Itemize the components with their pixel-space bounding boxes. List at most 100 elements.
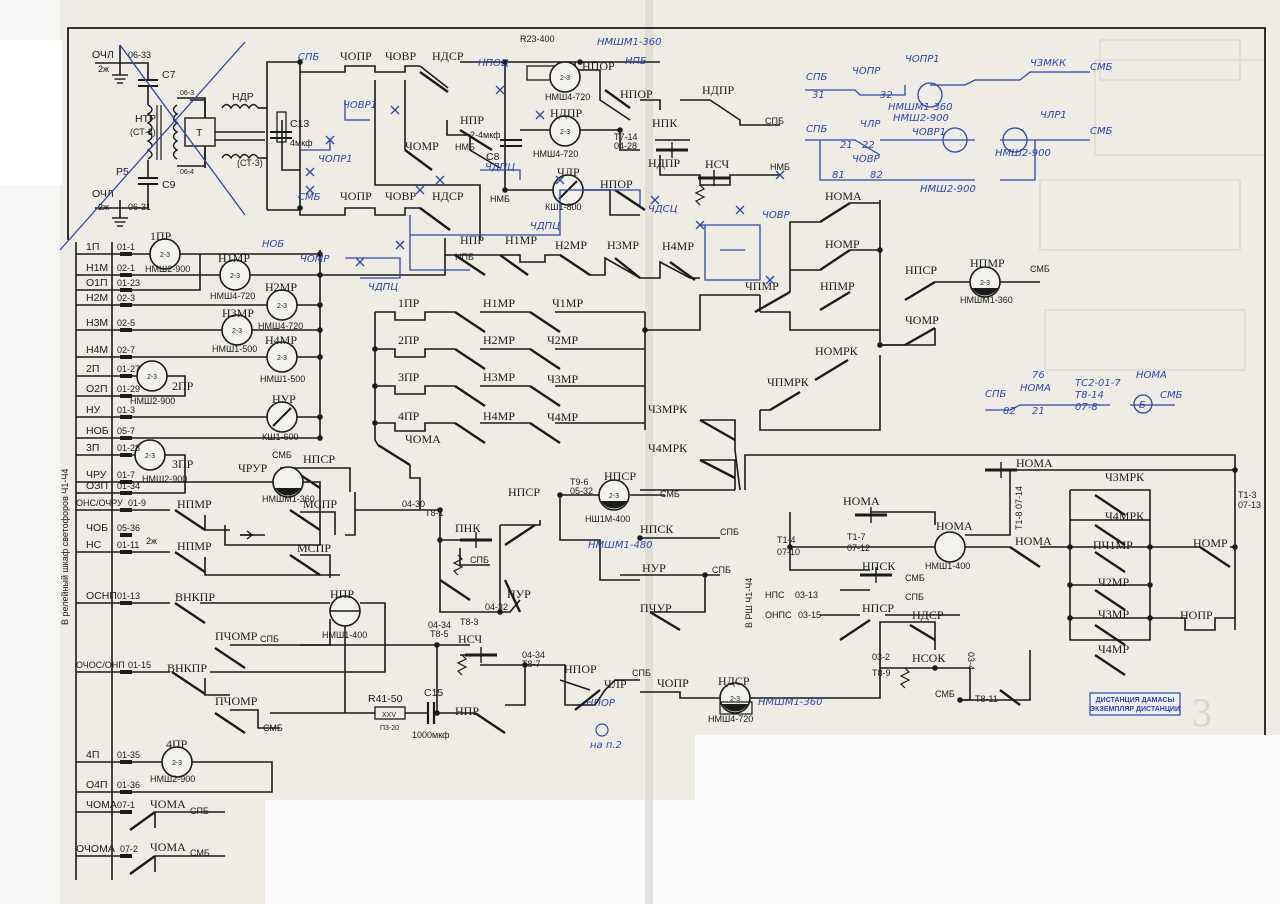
contact-label: 3ПР	[398, 370, 420, 384]
contact-label: НПСР	[862, 601, 894, 615]
wire	[230, 619, 331, 646]
relay-coil-4	[266, 341, 298, 373]
stamp-box	[1089, 692, 1181, 716]
contact-label: 2ПР	[398, 333, 420, 347]
input-wire-label: 2ж	[146, 536, 157, 546]
input-terminal-label: 01-7	[117, 470, 135, 480]
coil-type: НМШ4-720	[258, 321, 303, 331]
input-terminal-label: 01-35	[117, 750, 140, 760]
wire	[375, 311, 455, 321]
relay-contact	[819, 290, 851, 312]
power-bus-label: СПБ	[765, 116, 784, 126]
handwritten-note: СПБ	[806, 72, 828, 83]
relay-winding	[221, 103, 259, 110]
contact-label: НДПР	[648, 156, 681, 170]
contact-label: ВНКПР	[167, 661, 207, 675]
coil-pins: 2-3	[560, 75, 570, 82]
contact-label: Н2МР	[555, 238, 587, 252]
power-bus-label: СМБ	[298, 192, 321, 203]
wire	[210, 602, 386, 673]
junction-dot	[317, 414, 323, 420]
handwritten-correction	[805, 85, 906, 96]
handwritten-correction	[700, 224, 761, 281]
wire	[281, 120, 300, 171]
input-terminal-label: 01-28	[117, 443, 140, 453]
contact-label: НДСР	[432, 189, 464, 203]
relay-contact	[1094, 654, 1126, 676]
wire	[300, 511, 336, 535]
input-terminal-label: 01-29	[117, 384, 140, 394]
stamp-line: ЭКЗЕМПЛЯР ДИСТАНЦИИ	[1090, 706, 1180, 713]
relay-contact	[669, 261, 696, 281]
wire	[580, 129, 640, 151]
relay-contact	[454, 311, 486, 333]
coil-name: НУР	[272, 392, 296, 406]
handwritten-note: ЧЛР	[860, 119, 881, 130]
relay-contact	[454, 422, 486, 444]
input-terminal-label: 01-13	[117, 591, 140, 601]
contact-label: НПМР	[820, 279, 855, 293]
wire	[204, 557, 340, 576]
filter-label: R41-50	[368, 693, 403, 705]
relay-contact	[214, 712, 246, 734]
input-circuit-label: 2П	[86, 363, 99, 375]
terminal-block	[120, 273, 132, 277]
relay-contact	[503, 579, 522, 613]
wire	[204, 678, 230, 696]
input-circuit-label: Н2М	[86, 292, 108, 304]
junction-dot	[1147, 582, 1153, 588]
contact-label: Ч4МР	[1098, 642, 1129, 656]
contact-label: НПР	[460, 113, 484, 127]
coil-pins: 2-3	[609, 493, 619, 500]
filter-label: XXV	[382, 712, 396, 719]
wire	[640, 691, 720, 699]
contact-label: Н1МР	[483, 296, 515, 310]
coil-name: НДПР	[550, 106, 583, 120]
relay-contact	[174, 551, 206, 573]
relay-coil-1	[219, 259, 251, 291]
coil-name: НПР	[330, 587, 354, 601]
handwritten-note: Б	[1139, 400, 1146, 411]
coil-name: НОМА	[936, 519, 973, 533]
transformer-label: 2-4мкф	[470, 130, 501, 140]
input-circuit-label: 3П	[86, 442, 99, 454]
coil-name: ЧЛР	[557, 165, 580, 179]
terminal-node-label: 03-4	[966, 652, 976, 670]
contact-label: Ч1МР	[552, 296, 583, 310]
terminal-node-label: Т8-3	[460, 617, 479, 627]
coil-type: НМШ1-500	[260, 374, 305, 384]
relay-contact	[614, 257, 641, 279]
wire	[76, 254, 201, 291]
wire	[419, 65, 449, 89]
junction-dot	[557, 492, 563, 498]
input-terminal-label: 02-7	[117, 345, 135, 355]
power-bus-label: СМБ	[190, 848, 210, 858]
wire	[789, 512, 870, 571]
wire	[870, 511, 936, 525]
handwritten-note: НОМА	[1020, 383, 1051, 394]
terminal-block	[120, 288, 132, 292]
page-fold	[645, 0, 653, 904]
junction-dot	[502, 59, 508, 65]
junction-dot	[642, 327, 648, 333]
transformer-label: 06-33	[128, 50, 151, 60]
junction-dot	[932, 665, 938, 671]
junction-dot	[297, 205, 303, 211]
relay-coil-11	[549, 61, 581, 93]
coil-name: Н4МР	[265, 333, 297, 347]
transformer-label: 06-31	[128, 202, 151, 212]
contact-label: Н4МР	[662, 239, 694, 253]
terminal-node-label: Т1-3	[1238, 490, 1257, 500]
input-circuit-label: О2П	[86, 383, 108, 395]
input-terminal-label: 02-5	[117, 318, 135, 328]
relay-contact	[529, 311, 561, 333]
contact-label: ЧОМР	[405, 139, 439, 153]
coil-name: 1ПР	[150, 229, 172, 243]
handwritten-note: 76	[1032, 370, 1045, 381]
relay-contact	[814, 358, 849, 382]
handwritten-note: НПОР	[586, 698, 616, 709]
relay-contact	[819, 249, 851, 271]
relay-coil-3	[221, 314, 253, 346]
coil-name: ЧРУР	[238, 461, 268, 475]
